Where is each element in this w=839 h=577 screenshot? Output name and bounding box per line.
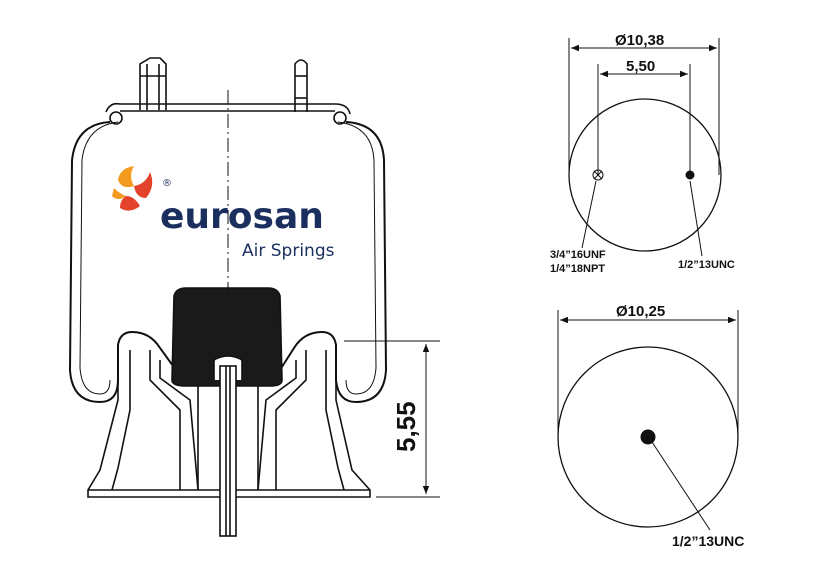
rubber-bellow: [68, 121, 388, 404]
top-stud-label: 1/2”13UNC: [678, 259, 735, 271]
stud-spacing-label: 5,50: [626, 58, 655, 75]
logo-mark-icon: [112, 166, 153, 211]
top-stud-right: [294, 59, 308, 112]
bottom-stud: [213, 355, 243, 537]
port-label-line2: 1/4”18NPT: [550, 263, 605, 275]
top-stud-left: [139, 57, 167, 110]
height-label: 5,55: [391, 401, 421, 452]
air-spring-side-view: [68, 57, 388, 537]
brand-name: eurosan: [160, 196, 324, 237]
bottom-stud-hole-icon: [640, 429, 656, 445]
air-port-icon: [592, 169, 604, 181]
bumper: [171, 287, 283, 387]
stud-hole-icon: [685, 170, 695, 180]
brand-tagline: Air Springs: [242, 241, 335, 261]
registered-mark: ®: [162, 178, 172, 189]
bottom-plate-view: [557, 310, 739, 531]
height-dimension: [344, 340, 440, 498]
top-plate-view: [568, 38, 722, 257]
port-label-line1: 3/4”16UNF: [550, 249, 606, 261]
bottom-diameter-label: Ø10,25: [616, 303, 665, 320]
top-diameter-label: Ø10,38: [615, 32, 664, 49]
eurosan-logo: ® eurosan Air Springs: [112, 166, 335, 261]
bottom-stud-label: 1/2”13UNC: [672, 533, 744, 549]
